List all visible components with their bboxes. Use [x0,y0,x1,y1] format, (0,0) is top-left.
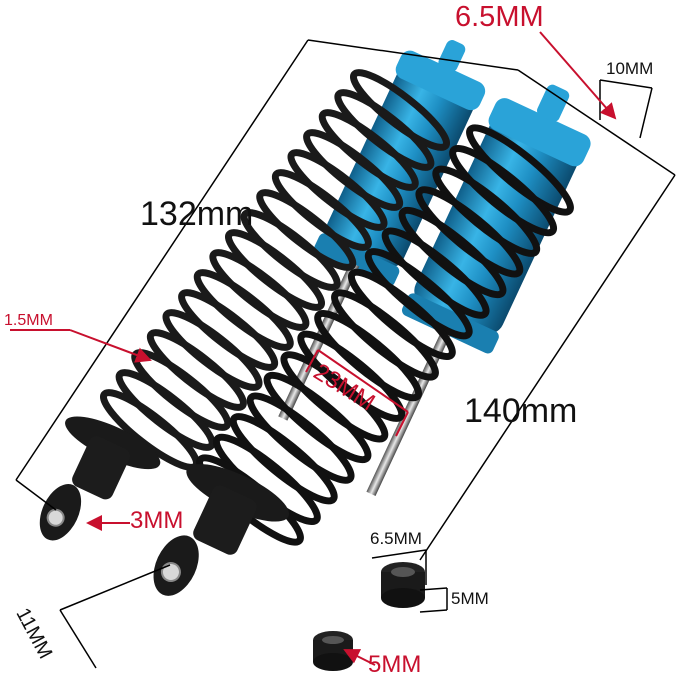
spring-wire-label: 1.5MM [4,312,53,329]
bushing-height-label: 5MM [451,589,489,608]
dimension-lines [15,39,676,669]
spring-wire-arrow [69,329,152,363]
left-shock-top-mount [438,40,466,72]
top-mount-arrow [539,31,617,120]
spring-coil [162,309,263,391]
red-annotations [10,31,617,666]
eye-hole-label: 3MM [130,507,184,534]
right-shock-rod [366,328,452,496]
cap-width-label: 10MM [606,59,654,78]
bushing-large [381,562,425,608]
bushing-inner-label: 5MM [368,651,422,678]
length-132-label: 132mm [140,195,254,233]
length-140-label: 140mm [464,392,578,430]
left-eye-hole [46,508,65,527]
spring-coil [224,229,326,311]
spring-coil [178,289,279,371]
right-shock-lower-mount [153,464,289,596]
spring-coil [209,249,310,331]
spring-coil [193,269,294,351]
bushing-small [313,631,353,671]
left-shock-lower-mount [39,416,161,541]
left-shock-spring [99,69,451,471]
bushing-inner-arrow [343,649,376,666]
right-shock-spring [196,124,574,546]
right-shock [153,84,591,596]
right-shock-top-mount [537,84,570,122]
bushing-outer-label: 6.5MM [370,529,422,548]
top-mount-label: 6.5MM [455,1,544,33]
spring-coil [146,329,247,411]
